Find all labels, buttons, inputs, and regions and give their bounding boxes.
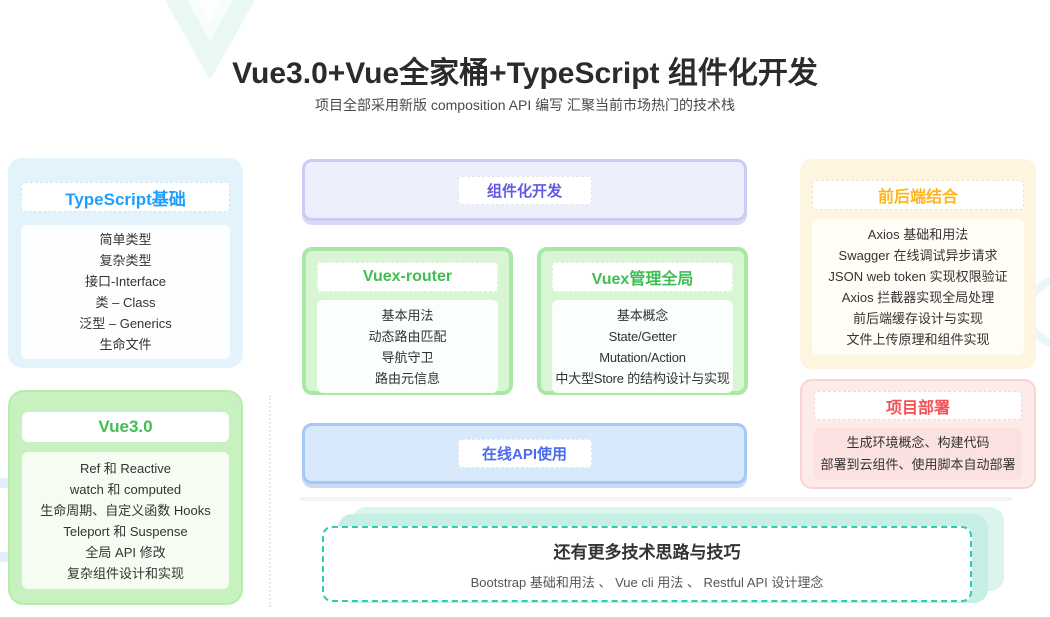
vue-logo-icon: [165, 0, 255, 80]
online-api-banner: 在线API使用: [302, 423, 747, 484]
list-item: 导航守卫: [381, 349, 434, 365]
list-item: 生命文件: [99, 337, 152, 352]
vue3-card: Vue3.0 Ref 和 Reactive watch 和 computed 生…: [8, 390, 243, 605]
list-item: 路由元信息: [374, 370, 440, 386]
decor-vertical-dotted-line: [269, 395, 271, 607]
list-item: 复杂组件设计和实现: [66, 565, 184, 581]
more-skills-subtitle: Bootstrap 基础和用法 、 Vue cli 用法 、 Restful A…: [470, 574, 824, 590]
list-item: 简单类型: [99, 232, 152, 247]
list-item: 生命周期、自定义函数 Hooks: [40, 502, 211, 518]
online-api-title: 在线API使用: [457, 439, 592, 468]
frontend-backend-card-title: 前后端结合: [812, 180, 1024, 210]
list-item: 动态路由匹配: [368, 328, 447, 344]
list-item: watch 和 computed: [69, 481, 182, 497]
list-item: 生成环境概念、构建代码: [846, 435, 990, 450]
list-item: JSON web token 实现权限验证: [828, 269, 1008, 284]
decor-horizontal-divider: [300, 497, 1012, 501]
vuex-router-card-items: 基本用法 动态路由匹配 导航守卫 路由元信息: [317, 300, 498, 393]
typescript-card-title: TypeScript基础: [21, 182, 230, 212]
list-item: 类 – Class: [95, 295, 156, 310]
frontend-backend-card-items: Axios 基础和用法 Swagger 在线调试异步请求 JSON web to…: [812, 219, 1024, 355]
page-subtitle: 项目全部采用新版 composition API 编写 汇聚当前市场热门的技术栈: [314, 97, 736, 113]
list-item: 部署到云组件、使用脚本自动部署: [820, 457, 1016, 472]
list-item: 全局 API 修改: [85, 544, 166, 560]
vue3-card-title: Vue3.0: [22, 412, 229, 442]
vuex-router-card-title: Vuex-router: [317, 262, 498, 292]
deployment-card: 项目部署 生成环境概念、构建代码 部署到云组件、使用脚本自动部署: [800, 379, 1036, 489]
list-item: 复杂类型: [99, 253, 152, 268]
more-skills-card: 还有更多技术思路与技巧 Bootstrap 基础和用法 、 Vue cli 用法…: [322, 526, 972, 602]
list-item: 泛型 – Generics: [79, 316, 172, 331]
page-title: Vue3.0+Vue全家桶+TypeScript 组件化开发: [232, 57, 818, 90]
list-item: State/Getter: [608, 328, 677, 344]
typescript-card-items: 简单类型 复杂类型 接口-Interface 类 – Class 泛型 – Ge…: [21, 225, 230, 359]
list-item: Swagger 在线调试异步请求: [838, 248, 998, 263]
vuex-global-card-items: 基本概念 State/Getter Mutation/Action 中大型Sto…: [552, 300, 733, 393]
more-skills-title: 还有更多技术思路与技巧: [553, 542, 741, 562]
deployment-card-items: 生成环境概念、构建代码 部署到云组件、使用脚本自动部署: [814, 428, 1022, 480]
typescript-card: TypeScript基础 简单类型 复杂类型 接口-Interface 类 – …: [8, 158, 243, 368]
component-dev-title: 组件化开发: [457, 175, 592, 205]
deployment-card-title: 项目部署: [814, 391, 1022, 420]
vue3-card-items: Ref 和 Reactive watch 和 computed 生命周期、自定义…: [22, 452, 229, 589]
list-item: 中大型Store 的结构设计与实现: [555, 370, 730, 386]
list-item: 接口-Interface: [85, 274, 166, 289]
frontend-backend-card: 前后端结合 Axios 基础和用法 Swagger 在线调试异步请求 JSON …: [800, 159, 1036, 369]
vuex-global-card: Vuex管理全局 基本概念 State/Getter Mutation/Acti…: [537, 247, 748, 395]
list-item: 基本用法: [381, 307, 434, 323]
list-item: Axios 基础和用法: [867, 227, 969, 242]
list-item: 文件上传原理和组件实现: [846, 332, 990, 347]
vuex-global-card-title: Vuex管理全局: [552, 262, 733, 292]
component-dev-banner: 组件化开发: [302, 159, 747, 221]
list-item: Teleport 和 Suspense: [63, 523, 188, 539]
list-item: Mutation/Action: [599, 349, 686, 365]
list-item: Axios 拦截器实现全局处理: [841, 290, 995, 305]
list-item: 基本概念: [616, 307, 669, 323]
vuex-router-card: Vuex-router 基本用法 动态路由匹配 导航守卫 路由元信息: [302, 247, 513, 395]
list-item: Ref 和 Reactive: [79, 460, 172, 476]
list-item: 前后端缓存设计与实现: [852, 311, 983, 326]
